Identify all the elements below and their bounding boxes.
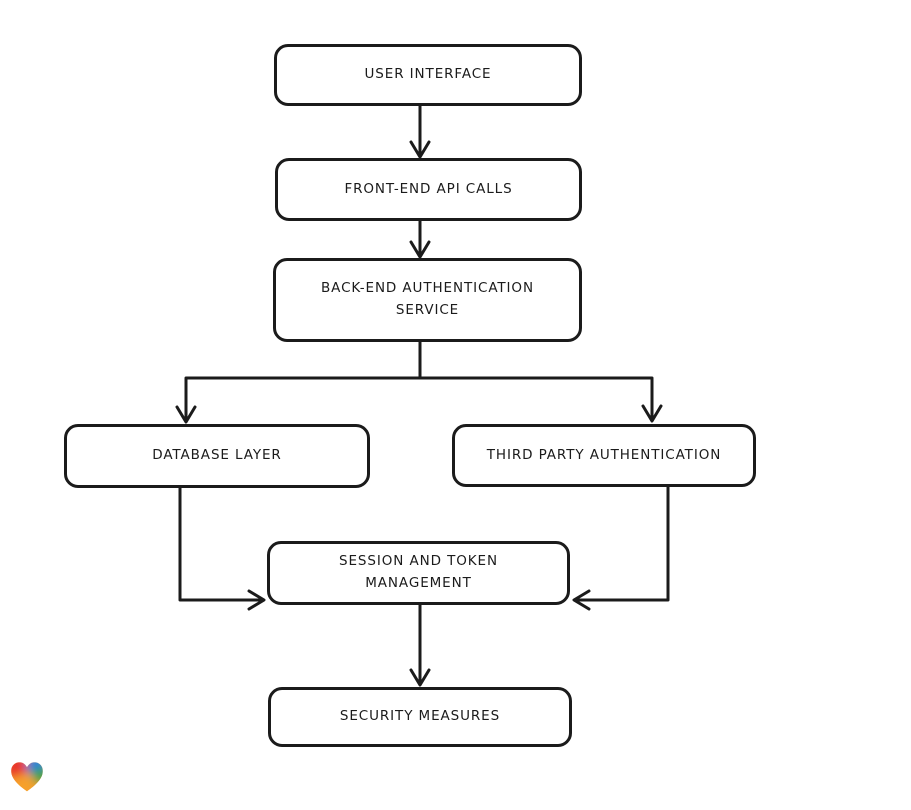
node-third-party-authentication[interactable]: THIRD PARTY AUTHENTICATION	[452, 424, 756, 487]
node-back-end-authentication-service[interactable]: BACK-END AUTHENTICATION SERVICE	[273, 258, 582, 342]
node-label: SESSION AND TOKEN MANAGEMENT	[339, 553, 498, 591]
node-label: THIRD PARTY AUTHENTICATION	[486, 446, 722, 463]
edge-session-token-management-to-security-measures[interactable]	[409, 603, 431, 687]
edge-front-end-api-calls-to-back-end-auth-service[interactable]	[409, 219, 431, 259]
node-label: DATABASE LAYER	[152, 447, 282, 464]
node-user-interface[interactable]: USER INTERFACE	[274, 44, 582, 106]
gradient-heart-icon	[11, 762, 43, 792]
edge-database-layer-to-session-token-management[interactable]	[178, 486, 266, 611]
edge-third-party-auth-to-session-token-management[interactable]	[572, 485, 670, 611]
node-label: SECURITY MEASURES	[339, 708, 501, 725]
node-label: FRONT-END API CALLS	[344, 180, 513, 197]
edge-back-end-auth-service-to-database-layer[interactable]	[175, 340, 422, 424]
node-session-and-token-management[interactable]: SESSION AND TOKEN MANAGEMENT	[267, 541, 570, 605]
node-security-measures[interactable]: SECURITY MEASURES	[268, 687, 572, 747]
node-label: USER INTERFACE	[364, 66, 492, 83]
edge-user-interface-to-front-end-api-calls[interactable]	[409, 104, 431, 159]
edge-back-end-auth-service-to-third-party-auth[interactable]	[418, 376, 663, 423]
node-database-layer[interactable]: DATABASE LAYER	[64, 424, 370, 488]
node-label: BACK-END AUTHENTICATION SERVICE	[321, 280, 534, 318]
node-front-end-api-calls[interactable]: FRONT-END API CALLS	[275, 158, 582, 221]
